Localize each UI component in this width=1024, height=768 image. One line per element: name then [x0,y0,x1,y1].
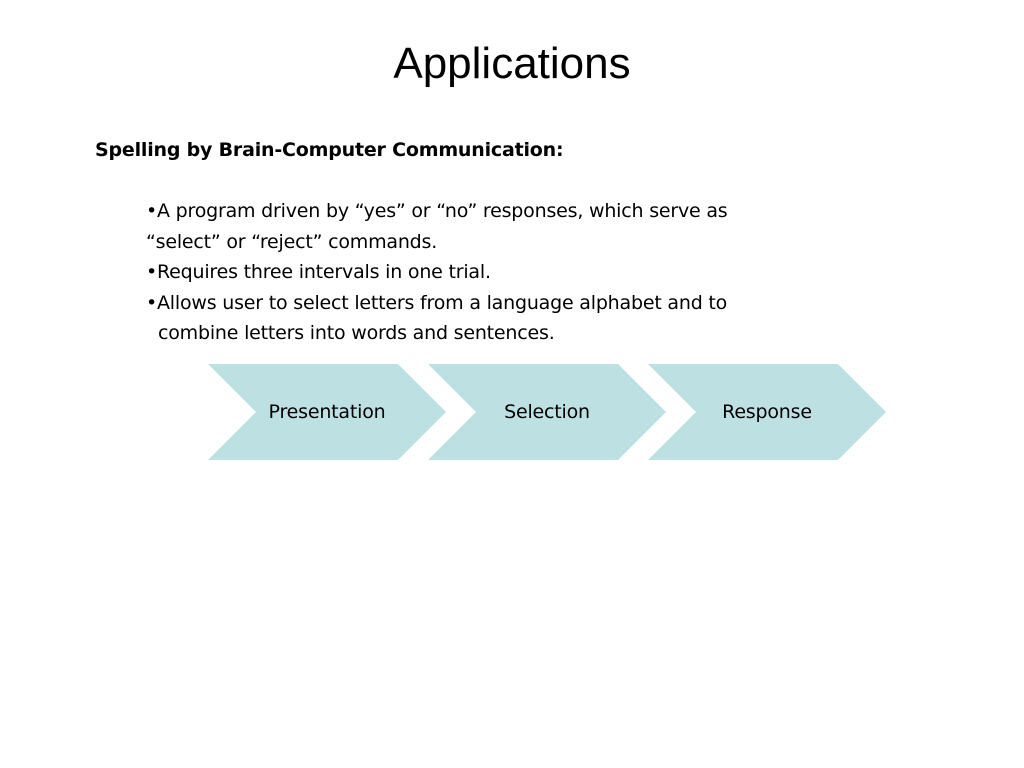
chevron-shape [428,364,666,460]
chevron-step-presentation: Presentation [208,364,446,460]
slide-title: Applications [393,39,631,88]
chevron-step-selection: Selection [428,364,666,460]
bullet-line: combine letters into words and sentences… [158,322,555,344]
bullet-line: •A program driven by “yes” or “no” respo… [146,200,728,222]
bullet-item: •A program driven by “yes” or “no” respo… [146,196,826,257]
chevron-shape [648,364,886,460]
chevron-step-response: Response [648,364,886,460]
chevron-shape [208,364,446,460]
chevron-label: Selection [504,401,590,423]
process-chevron-diagram: Presentation Selection Response [208,364,888,460]
bullet-line: •Allows user to select letters from a la… [146,291,728,314]
chevron-label: Response [722,401,812,423]
bullet-item: •Allows user to select letters from a la… [146,288,826,349]
bullet-list: •A program driven by “yes” or “no” respo… [146,196,826,349]
section-heading: Spelling by Brain-Computer Communication… [95,139,564,161]
chevron-label: Presentation [268,401,386,423]
bullet-item: •Requires three intervals in one trial. [146,257,826,288]
bullet-line: “select” or “reject” commands. [146,230,438,253]
bullet-line: •Requires three intervals in one trial. [146,261,491,283]
